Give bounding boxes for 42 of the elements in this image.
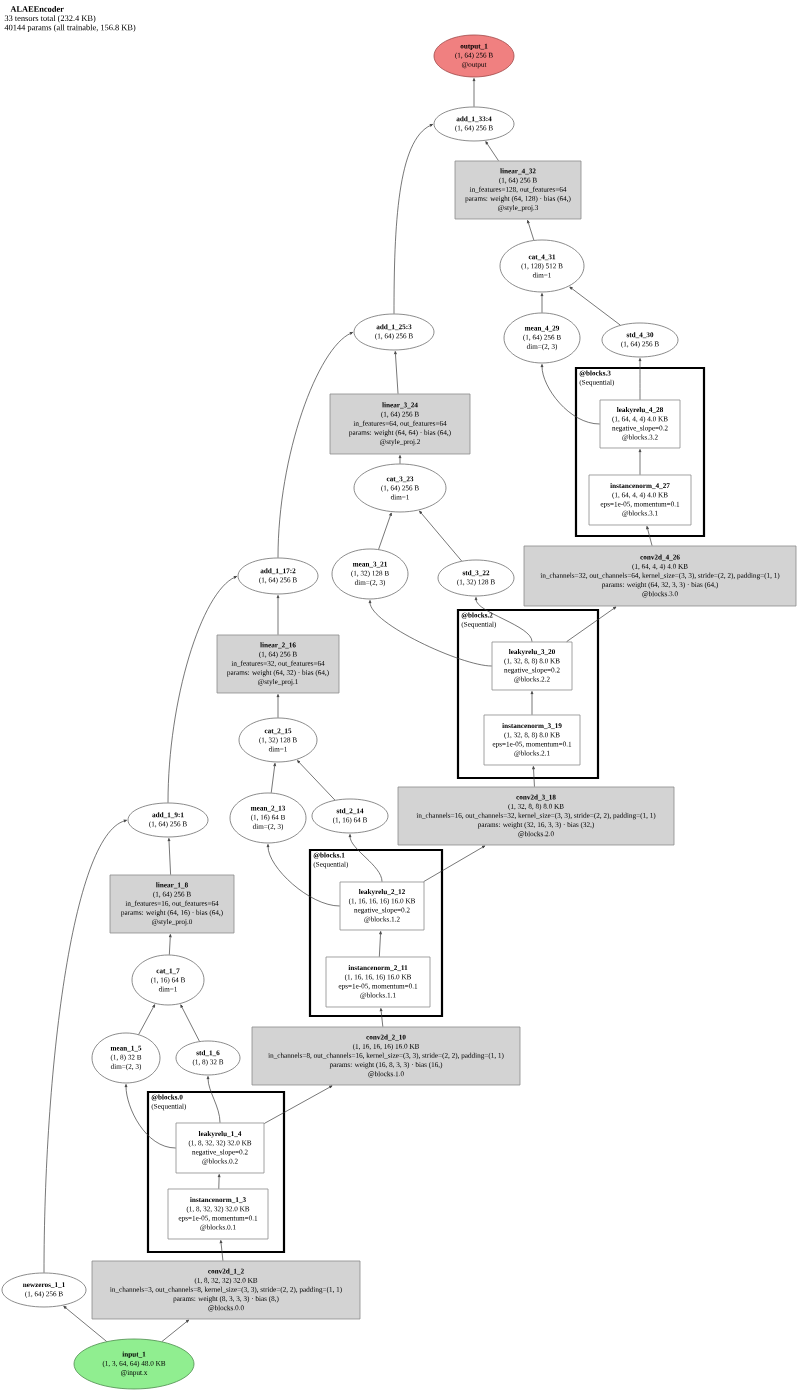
arrow — [138, 1004, 156, 1035]
arrow — [540, 293, 544, 313]
arrow — [43, 819, 127, 1273]
arrow — [540, 364, 600, 425]
arrow — [276, 694, 280, 718]
arrow — [297, 760, 336, 801]
arrow — [168, 934, 172, 955]
arrow — [423, 845, 486, 882]
arrow — [394, 351, 399, 394]
arrow — [530, 691, 534, 715]
arrow — [485, 141, 499, 161]
arrow — [276, 595, 280, 635]
arrow — [266, 844, 340, 907]
arrow — [638, 358, 642, 400]
arrow — [474, 597, 533, 642]
arrow — [219, 1240, 224, 1261]
arrow — [124, 1084, 176, 1149]
arrow — [527, 220, 535, 241]
arrow — [161, 1319, 190, 1342]
arrow — [419, 510, 462, 562]
arrow — [532, 766, 535, 787]
arrow — [379, 1008, 384, 1027]
arrow — [277, 332, 354, 558]
arrow — [569, 286, 621, 326]
arrow — [206, 1076, 221, 1123]
arrow — [368, 600, 492, 667]
arrow — [398, 455, 402, 464]
arrow — [566, 606, 617, 642]
arrow — [378, 512, 392, 550]
arrow — [393, 124, 434, 314]
arrow — [379, 931, 382, 957]
arrow — [472, 78, 476, 107]
arrow — [180, 1004, 200, 1042]
arrow — [646, 526, 653, 546]
arrow — [348, 834, 383, 882]
arrow — [270, 762, 277, 794]
arrow — [167, 838, 171, 875]
arrow — [217, 1174, 221, 1189]
arrow — [638, 449, 642, 475]
arrow — [264, 1085, 333, 1124]
arrow — [63, 1305, 107, 1342]
arrow — [167, 576, 238, 803]
